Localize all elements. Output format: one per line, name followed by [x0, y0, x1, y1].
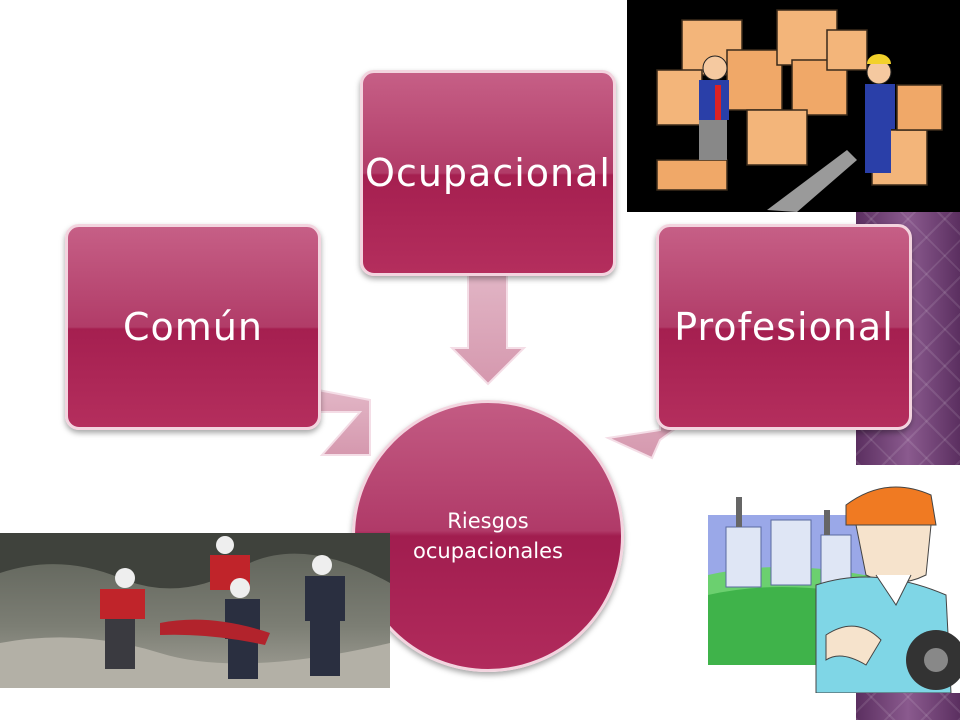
node-comun: Común [65, 224, 321, 430]
workers-boxes-cartoon-image [627, 0, 960, 212]
center-node: Riesgos ocupacionales [352, 400, 624, 672]
node-comun-label: Común [123, 305, 263, 349]
node-ocupacional-label: Ocupacional [365, 151, 611, 195]
rescue-team-photo-image [0, 533, 390, 688]
arrow-ocupacional [449, 269, 527, 386]
node-ocupacional: Ocupacional [360, 70, 616, 276]
node-profesional: Profesional [656, 224, 912, 430]
industrial-worker-clipart-image [696, 465, 960, 693]
arrow-comun [317, 388, 371, 456]
node-profesional-label: Profesional [674, 305, 894, 349]
center-node-label: Riesgos ocupacionales [412, 509, 563, 563]
